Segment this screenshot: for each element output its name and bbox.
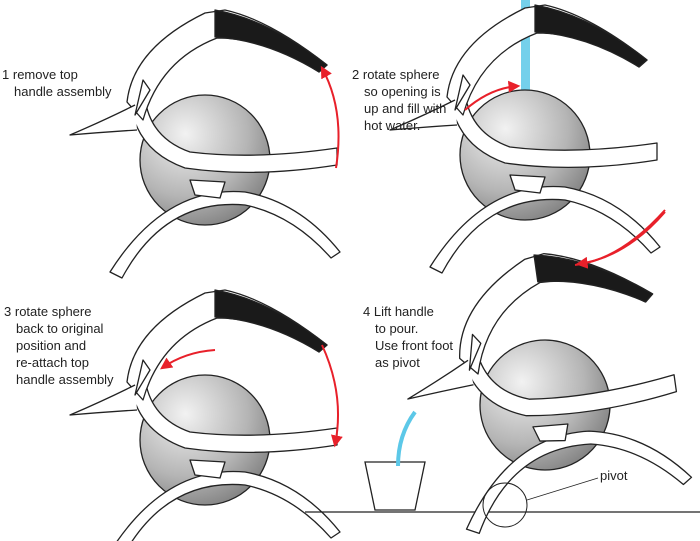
arrow-reattach [321,344,343,448]
pivot-leader [526,477,599,501]
water-stream [521,0,530,90]
cup [364,461,426,511]
pour-stream [396,410,417,467]
pivot-circle [482,482,528,528]
arrow-rotate-back [160,349,216,370]
pivot-label: pivot [600,468,628,483]
arrow-lift-handle [320,65,340,169]
kettle-step1 [69,9,341,279]
arrow-rotate-up [464,80,521,111]
